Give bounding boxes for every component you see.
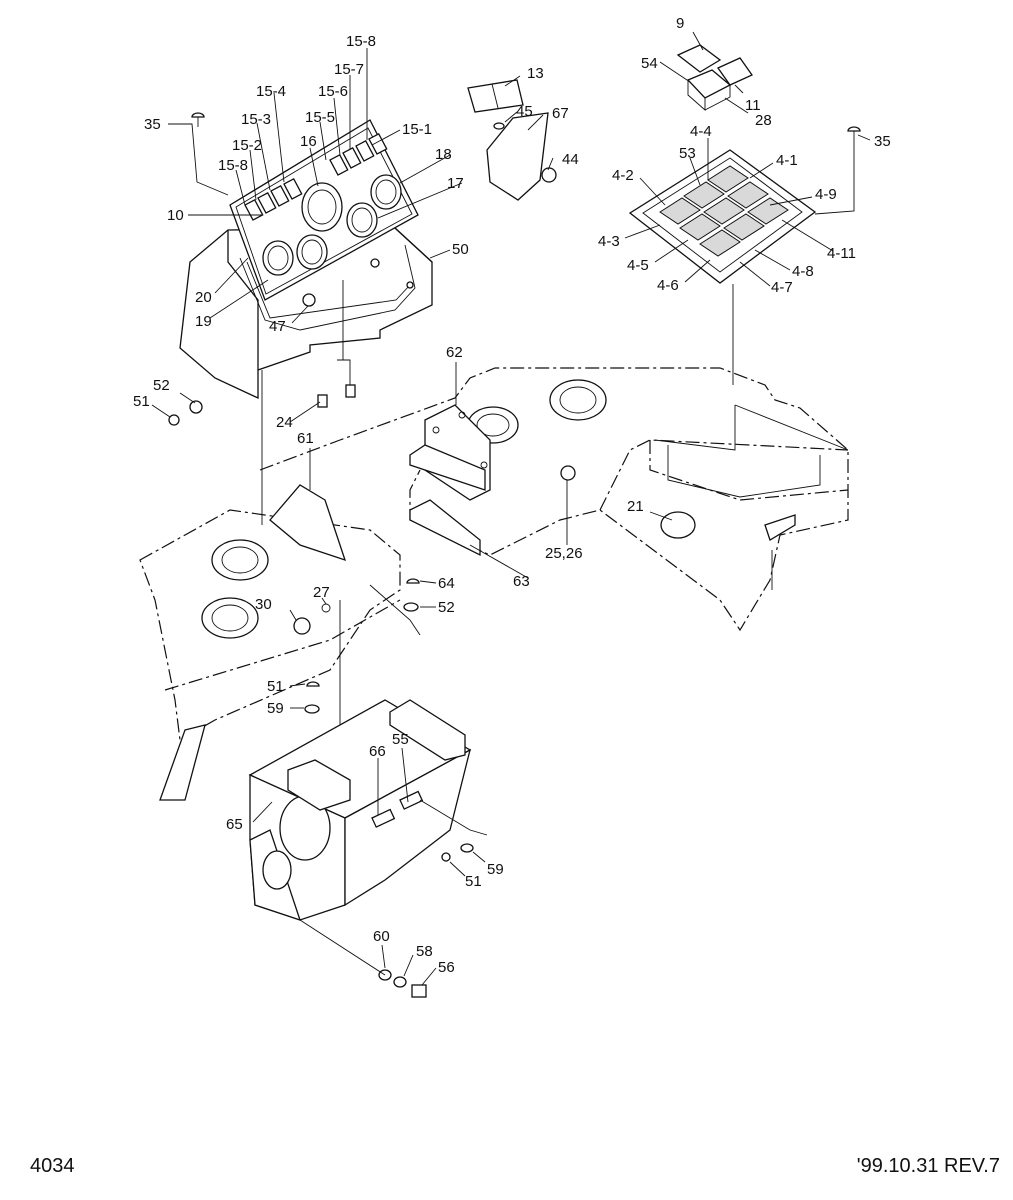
callout-47: 47 (269, 318, 286, 335)
callout-35-left: 35 (144, 116, 161, 133)
page-number: 4034 (30, 1155, 75, 1177)
callout-21: 21 (627, 498, 644, 515)
callout-15-8-left: 15-8 (218, 157, 248, 174)
instrument-panel-assembly (168, 112, 433, 426)
callout-62: 62 (446, 344, 463, 361)
callout-4-7: 4-7 (771, 279, 793, 296)
callout-20: 20 (195, 289, 212, 306)
callout-10: 10 (167, 207, 184, 224)
callout-52-top: 52 (153, 377, 170, 394)
callout-54: 54 (641, 55, 658, 72)
callout-35-right: 35 (874, 133, 891, 150)
callout-64: 64 (438, 575, 455, 592)
callout-63: 63 (513, 573, 530, 590)
callout-51-low: 51 (465, 873, 482, 890)
callout-52-mid: 52 (438, 599, 455, 616)
callout-4-8: 4-8 (792, 263, 814, 280)
callout-58: 58 (416, 943, 433, 960)
callout-45: 45 (516, 103, 533, 120)
callout-15-4: 15-4 (256, 83, 286, 100)
callout-65: 65 (226, 816, 243, 833)
callout-30: 30 (255, 596, 272, 613)
callout-15-1: 15-1 (402, 121, 432, 138)
callout-15-5: 15-5 (305, 109, 335, 126)
callout-4-9: 4-9 (815, 186, 837, 203)
callout-9: 9 (676, 15, 684, 32)
callout-67: 67 (552, 105, 569, 122)
callout-16: 16 (300, 133, 317, 150)
callout-59-mid: 59 (267, 700, 284, 717)
callout-4-6: 4-6 (657, 277, 679, 294)
callout-28: 28 (755, 112, 772, 129)
switch-panel-assembly (628, 44, 861, 385)
callout-19: 19 (195, 313, 212, 330)
callout-27: 27 (313, 584, 330, 601)
callout-labels: 9 54 11 28 4-4 53 4-1 4-2 4-9 4-3 4-11 4… (133, 15, 891, 976)
callout-51-top: 51 (133, 393, 150, 410)
main-console-body (259, 367, 849, 632)
callout-50: 50 (452, 241, 469, 258)
callout-15-6: 15-6 (318, 83, 348, 100)
callout-4-1: 4-1 (776, 152, 798, 169)
callout-4-2: 4-2 (612, 167, 634, 184)
callout-13: 13 (527, 65, 544, 82)
callout-56: 56 (438, 959, 455, 976)
callout-4-4: 4-4 (690, 123, 712, 140)
callout-53: 53 (679, 145, 696, 162)
lower-box-assembly (248, 699, 474, 998)
callout-25-26: 25,26 (545, 545, 583, 562)
upper-bracket-group (467, 79, 557, 201)
callout-15-8-top: 15-8 (346, 33, 376, 50)
callout-15-7: 15-7 (334, 61, 364, 78)
callout-61: 61 (297, 430, 314, 447)
callout-60: 60 (373, 928, 390, 945)
leader-lines (151, 31, 871, 986)
callout-15-2: 15-2 (232, 137, 262, 154)
callout-51-mid: 51 (267, 678, 284, 695)
callout-24: 24 (276, 414, 293, 431)
callout-66: 66 (369, 743, 386, 760)
callout-18: 18 (435, 146, 452, 163)
callout-44: 44 (562, 151, 579, 168)
callout-59-low: 59 (487, 861, 504, 878)
revision-label: '99.10.31 REV.7 (857, 1155, 1000, 1177)
callout-15-3: 15-3 (241, 111, 271, 128)
callout-4-3: 4-3 (598, 233, 620, 250)
left-console-body (139, 370, 420, 801)
callout-55: 55 (392, 731, 409, 748)
callout-17: 17 (447, 175, 464, 192)
callout-4-11: 4-11 (827, 245, 856, 262)
callout-11: 11 (745, 97, 761, 114)
callout-4-5: 4-5 (627, 257, 649, 274)
